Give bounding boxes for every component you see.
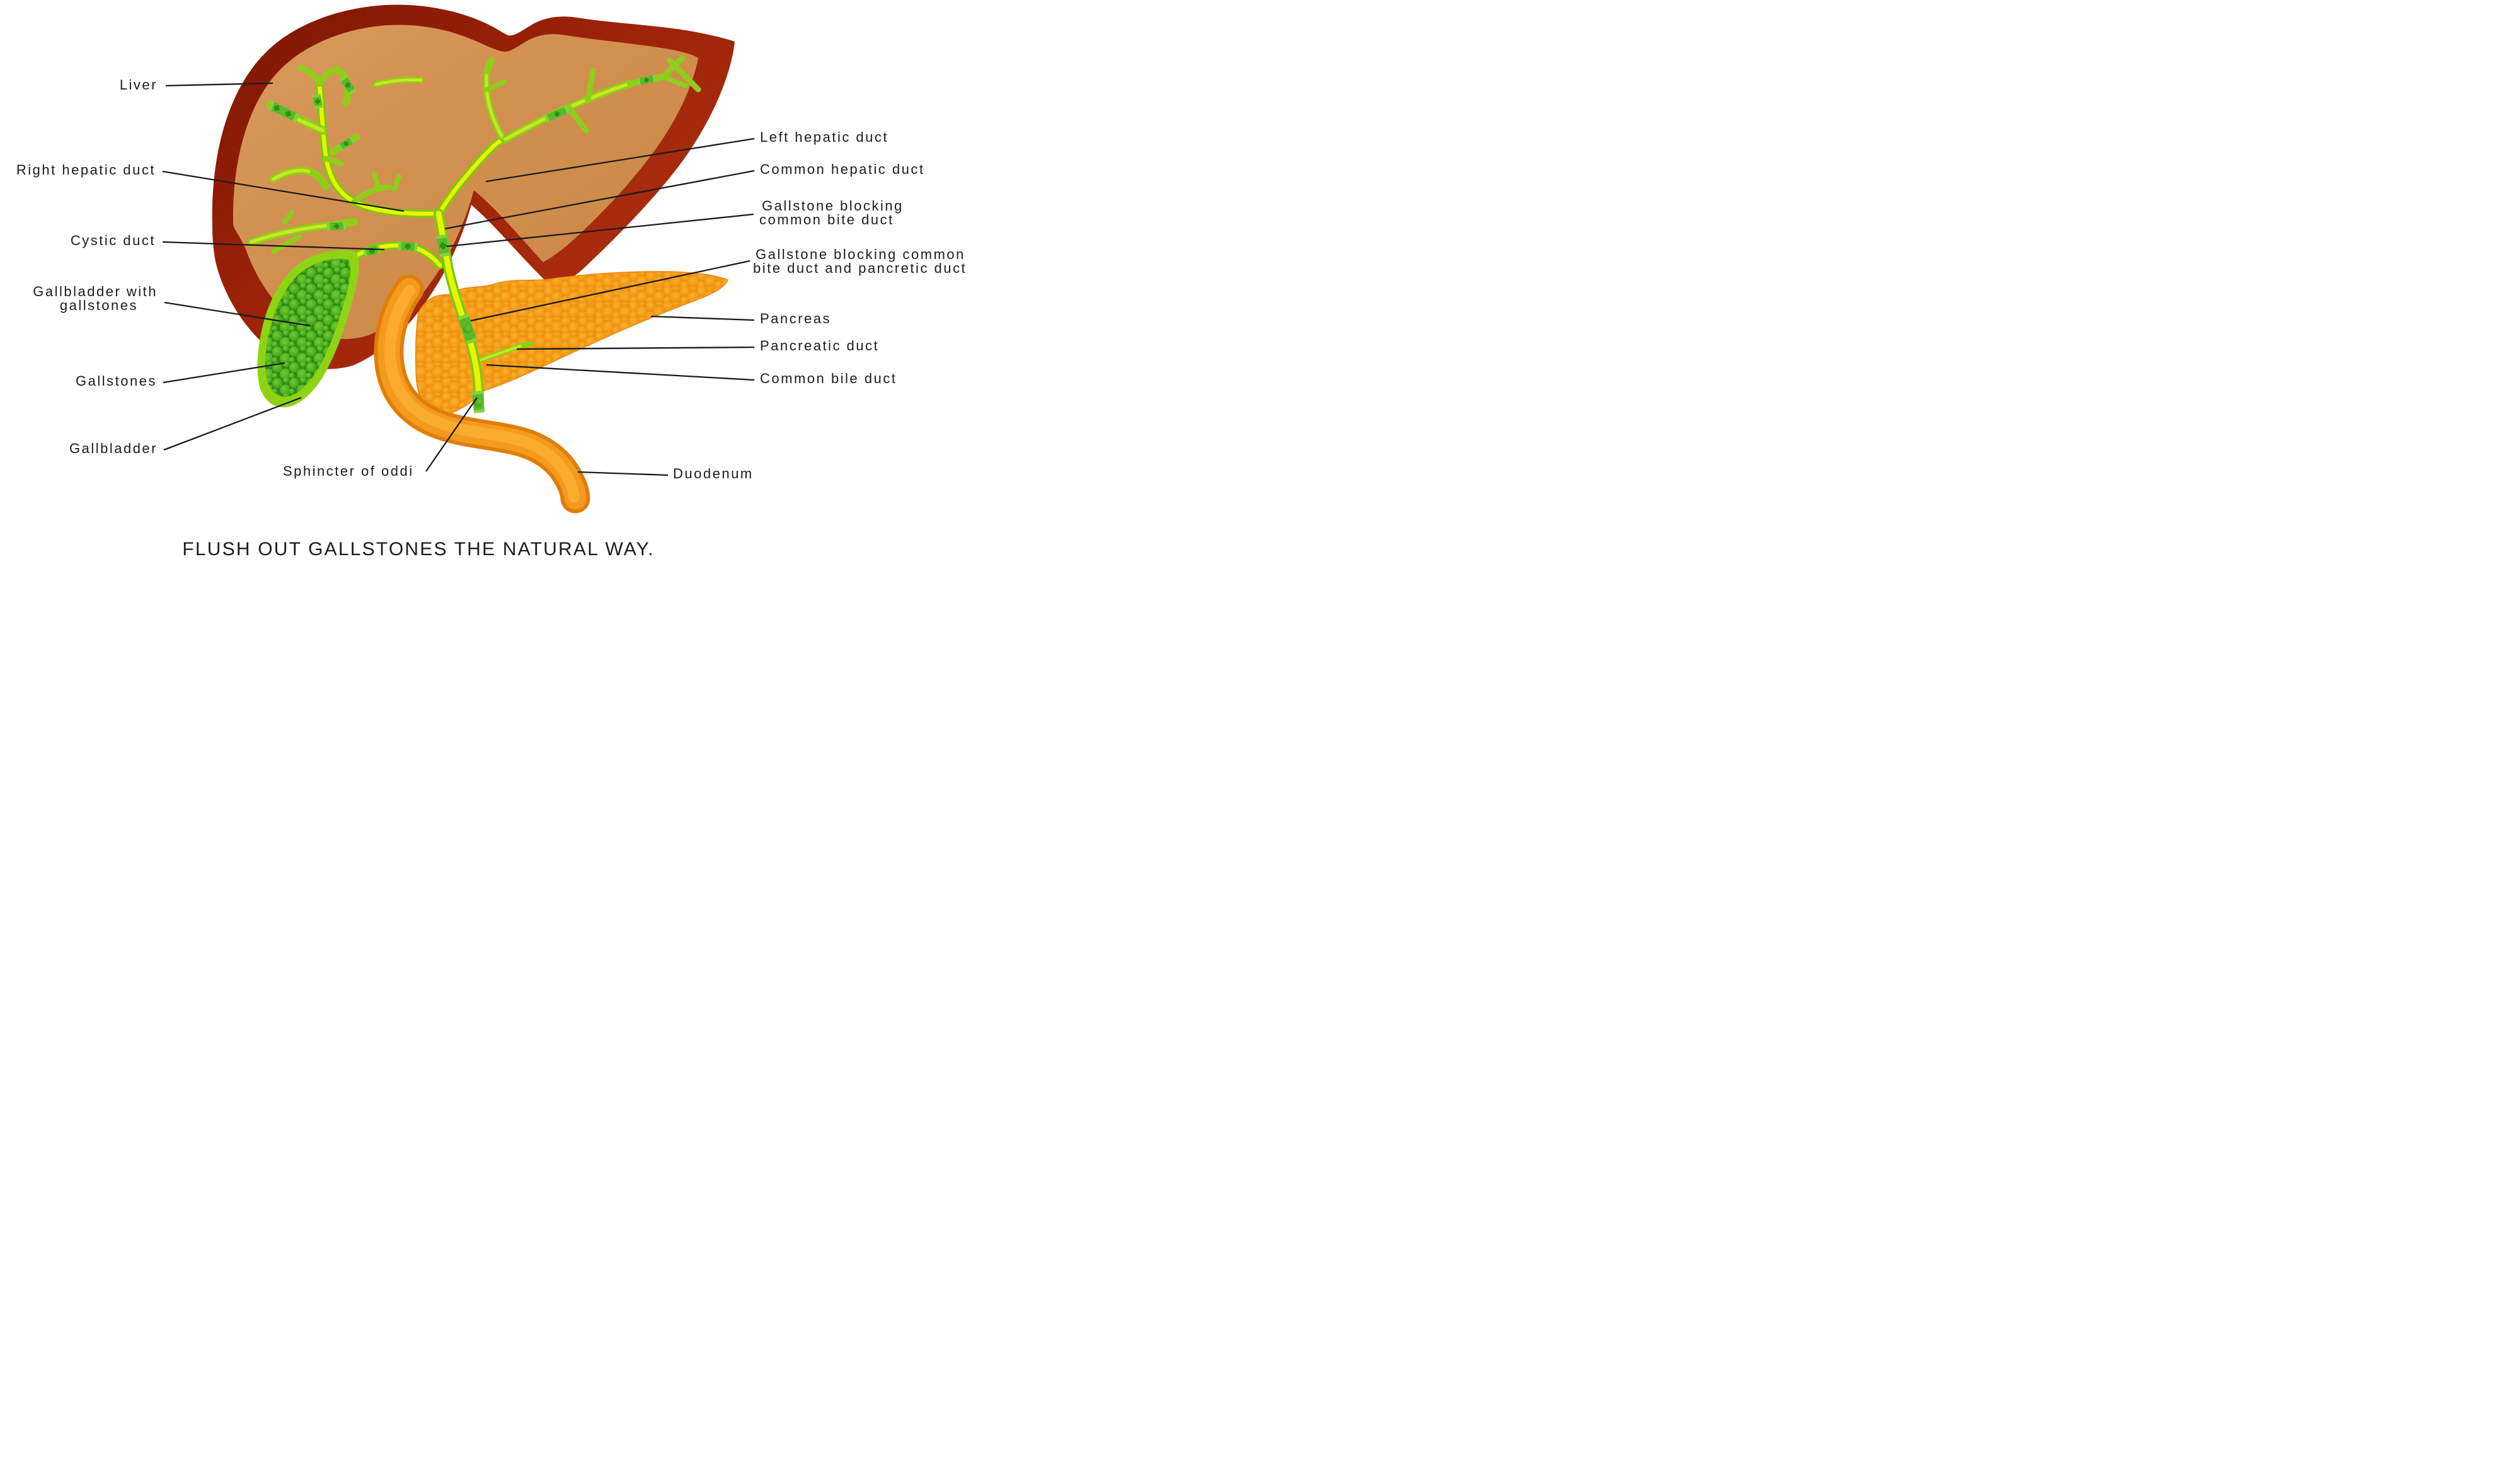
label-pancreas: Pancreas (760, 311, 831, 326)
leader-duodenum (577, 471, 669, 476)
label-gallbladder: Gallbladder (69, 440, 158, 456)
labels: Liver Right hepatic duct Cystic duct Gal… (16, 77, 967, 481)
leader-pancreas (650, 315, 755, 321)
leader-gallstones (163, 362, 285, 384)
leader-lines (162, 82, 755, 476)
label-common-bile-duct: Common bile duct (760, 371, 897, 386)
pancreatic-duct (473, 341, 534, 365)
label-gallstone-cbd-line1: Gallstone blocking (762, 198, 904, 214)
label-gallstone-both-line1: Gallstone blocking common (756, 246, 965, 262)
cystic-duct-gallstone (398, 241, 418, 251)
leader-cystic-duct (162, 241, 385, 251)
intrahepatic-gallstone-blockages (268, 74, 657, 231)
label-left-hepatic-duct: Left hepatic duct (760, 129, 889, 145)
leader-sphincter-of-oddi (425, 397, 478, 472)
common-bile-duct (434, 209, 485, 413)
label-liver: Liver (120, 77, 158, 93)
leader-common-bile-duct (486, 364, 755, 381)
leader-gallbladder-with-gallstones (164, 301, 311, 327)
label-gallbladder-with-gallstones-line1: Gallbladder with (33, 284, 158, 299)
label-gallstone-both-line2: bite duct and pancretic duct (753, 260, 967, 276)
left-hepatic-duct-tree (435, 55, 701, 218)
label-gallbladder-with-gallstones-line2: gallstones (60, 297, 138, 313)
label-cystic-duct: Cystic duct (71, 233, 156, 248)
label-gallstones: Gallstones (76, 373, 157, 389)
page-title: FLUSH OUT GALLSTONES THE NATURAL WAY. (182, 539, 654, 560)
label-right-hepatic-duct: Right hepatic duct (16, 162, 156, 178)
pancreas-body (415, 271, 729, 415)
label-sphincter-of-oddi: Sphincter of oddi (283, 463, 414, 479)
leader-pancreatic-duct (516, 346, 755, 350)
leader-gallstone-common-bile-duct (446, 213, 754, 248)
pancreas (415, 271, 729, 415)
leader-gallbladder (163, 396, 302, 451)
label-gallstone-cbd-line2: common bite duct (759, 212, 894, 227)
diagram-canvas: Liver Right hepatic duct Cystic duct Gal… (16, 4, 967, 560)
leader-gallstone-both-ducts (470, 260, 751, 322)
label-duodenum: Duodenum (673, 466, 754, 481)
gallstone-blocking-common-bile-duct (436, 234, 450, 258)
leader-common-hepatic-duct (444, 170, 755, 230)
leader-right-hepatic-duct (162, 170, 405, 212)
label-common-hepatic-duct: Common hepatic duct (760, 161, 925, 177)
gallstone-blocking-bile-and-pancreatic-duct (457, 313, 478, 345)
gallbladder (257, 250, 359, 408)
label-pancreatic-duct: Pancreatic duct (760, 338, 879, 354)
sphincter-of-oddi-gallstone (471, 391, 485, 413)
leader-liver (165, 82, 273, 87)
gallstones-anatomy-diagram: Liver Right hepatic duct Cystic duct Gal… (0, 0, 988, 575)
leader-left-hepatic-duct (485, 137, 755, 183)
